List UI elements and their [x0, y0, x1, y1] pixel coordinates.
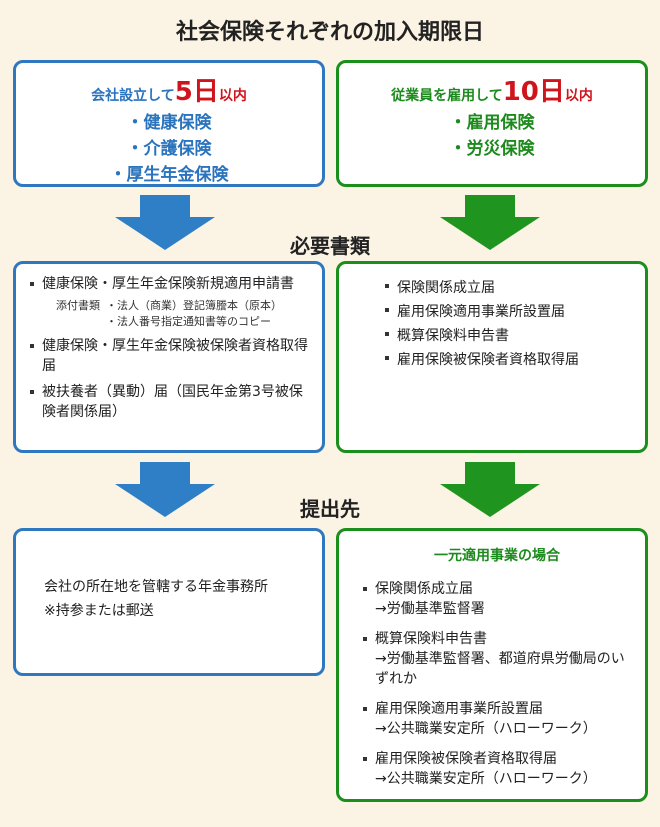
submit-box-left: 会社の所在地を管轄する年金事務所 ※持参または郵送 [13, 528, 325, 676]
doc-item: 概算保険料申告書 [383, 324, 633, 348]
submit-item: 保険関係成立届 →労働基準監督署 [361, 579, 633, 619]
submit-note: ※持参または郵送 [44, 603, 154, 619]
arrow-down-icon [115, 462, 215, 517]
insurance-item: 厚生年金保険 [16, 162, 322, 188]
deadline-suffix: 以内 [218, 88, 247, 104]
insurance-list: 雇用保険 労災保険 [339, 110, 645, 162]
submit-item: 概算保険料申告書 →労働基準監督署、都道府県労働局のいずれか [361, 629, 633, 689]
doc-item: 健康保険・厚生年金保険被保険者資格取得届 [28, 336, 312, 376]
insurance-item: 介護保険 [16, 136, 322, 162]
insurance-list: 健康保険 介護保険 厚生年金保険 [16, 110, 322, 188]
deadline-prefix: 従業員を雇用して [391, 88, 503, 104]
submit-label: 提出先 [300, 497, 360, 521]
deadline-days: 10日 [502, 77, 565, 107]
insurance-item: 健康保険 [16, 110, 322, 136]
insurance-item: 雇用保険 [339, 110, 645, 136]
deadline-heading: 従業員を雇用して10日以内 [339, 71, 645, 108]
doc-item: 健康保険・厚生年金保険新規適用申請書 添付書類 ・法人（商業）登記簿謄本（原本）… [28, 274, 312, 330]
required-docs-box-left: 健康保険・厚生年金保険新規適用申請書 添付書類 ・法人（商業）登記簿謄本（原本）… [13, 261, 325, 453]
arrow-down-icon [115, 195, 215, 250]
arrow-down-icon [440, 462, 540, 517]
insurance-item: 労災保険 [339, 136, 645, 162]
doc-item: 被扶養者（異動）届（国民年金第3号被保険者関係届） [28, 382, 312, 422]
submit-destination: 会社の所在地を管轄する年金事務所 [44, 579, 268, 595]
required-docs-box-right: 保険関係成立届 雇用保険適用事業所設置届 概算保険料申告書 雇用保険被保険者資格… [336, 261, 648, 453]
deadline-prefix: 会社設立して [91, 88, 175, 104]
submit-item: 雇用保険適用事業所設置届 →公共職業安定所（ハローワーク） [361, 699, 633, 739]
deadline-days: 5日 [174, 77, 219, 107]
doc-item: 保険関係成立届 [383, 276, 633, 300]
page-title: 社会保険それぞれの加入期限日 [175, 20, 484, 45]
deadline-suffix: 以内 [564, 88, 593, 104]
required-docs-label: 必要書類 [290, 234, 370, 258]
arrow-down-icon [440, 195, 540, 250]
submit-item: 雇用保険被保険者資格取得届 →公共職業安定所（ハローワーク） [361, 749, 633, 789]
submit-heading: 一元適用事業の場合 [434, 548, 560, 564]
deadline-box-employee: 従業員を雇用して10日以内 雇用保険 労災保険 [336, 60, 648, 187]
submit-box-right: 一元適用事業の場合 保険関係成立届 →労働基準監督署 概算保険料申告書 →労働基… [336, 528, 648, 802]
deadline-box-company: 会社設立して5日以内 健康保険 介護保険 厚生年金保険 [13, 60, 325, 187]
attachment-note: 添付書類 ・法人（商業）登記簿謄本（原本） ・法人番号指定通知書等のコピー [56, 299, 282, 328]
doc-item: 雇用保険適用事業所設置届 [383, 300, 633, 324]
deadline-heading: 会社設立して5日以内 [16, 71, 322, 108]
doc-item: 雇用保険被保険者資格取得届 [383, 348, 633, 372]
